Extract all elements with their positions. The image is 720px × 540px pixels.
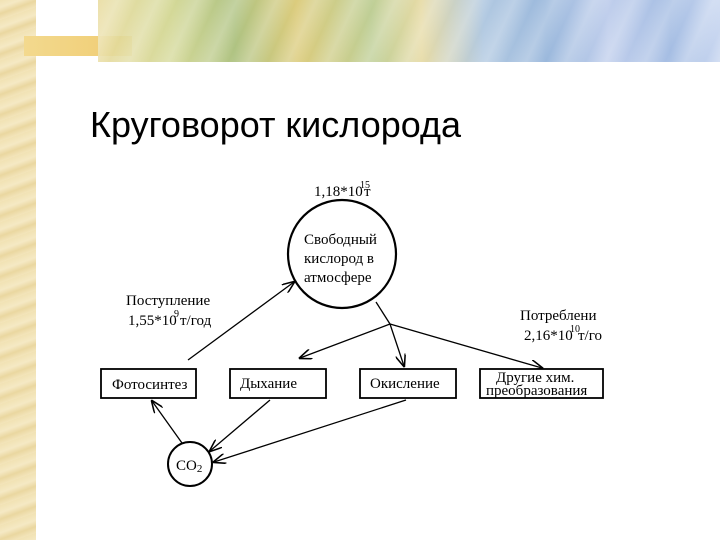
input-rate: 1,55*10 xyxy=(128,313,177,329)
consumption-rate: 2,16*10 xyxy=(524,328,573,344)
arrow-to-other-transformations xyxy=(389,323,542,368)
respiration-label: Дыхание xyxy=(240,376,297,392)
oxidation-box xyxy=(359,368,457,399)
respiration-box xyxy=(229,368,327,399)
photosynthesis-box xyxy=(100,368,197,399)
input-rate-unit: т/год xyxy=(180,313,212,329)
arrow-to-oxidation xyxy=(389,323,404,366)
center-amount: 1,18*10 xyxy=(314,184,363,200)
photosynthesis-label: Фотосинтез xyxy=(112,377,187,393)
diagram-canvas: 1,18*10 15 т Свободный кислород в атмосф… xyxy=(100,180,604,487)
input-rate-exponent: 9 xyxy=(174,309,179,320)
banner-decoration xyxy=(98,0,720,62)
arrow-oxidation-to-co2 xyxy=(214,399,407,462)
consumption-rate-exponent: 10 xyxy=(570,324,580,335)
consumption-label: Потреблени xyxy=(520,308,597,324)
arrow-photosynthesis-to-atmosphere xyxy=(187,282,294,361)
slide-title: Круговорот кислорода xyxy=(90,104,462,145)
arrow-respiration-to-co2 xyxy=(210,399,271,451)
parchment-side-decoration xyxy=(0,0,36,540)
arrow-to-respiration xyxy=(300,323,391,358)
consumption-rate-unit: т/го xyxy=(578,328,602,344)
branch-stem xyxy=(375,301,391,325)
arrow-co2-to-photosynthesis xyxy=(152,401,183,444)
center-label-line3: атмосфере xyxy=(304,270,372,286)
center-amount-exponent: 15 xyxy=(360,180,370,191)
other-transformations-line2: преобразования xyxy=(486,383,587,399)
co2-label: CO2 xyxy=(176,458,202,475)
input-label: Поступление xyxy=(126,293,210,309)
other-transformations-box xyxy=(479,368,604,399)
oxygen-cycle-diagram: 1,18*10 15 т Свободный кислород в атмосф… xyxy=(90,174,626,514)
other-transformations-line1: Другие хим. xyxy=(496,370,574,386)
banner-overlay xyxy=(98,0,720,62)
center-label-line1: Свободный xyxy=(304,232,377,248)
atmosphere-oxygen-circle xyxy=(286,198,398,310)
center-label-line2: кислород в xyxy=(304,251,374,267)
oxidation-label: Окисление xyxy=(370,376,440,392)
center-amount-unit: т xyxy=(364,184,371,200)
